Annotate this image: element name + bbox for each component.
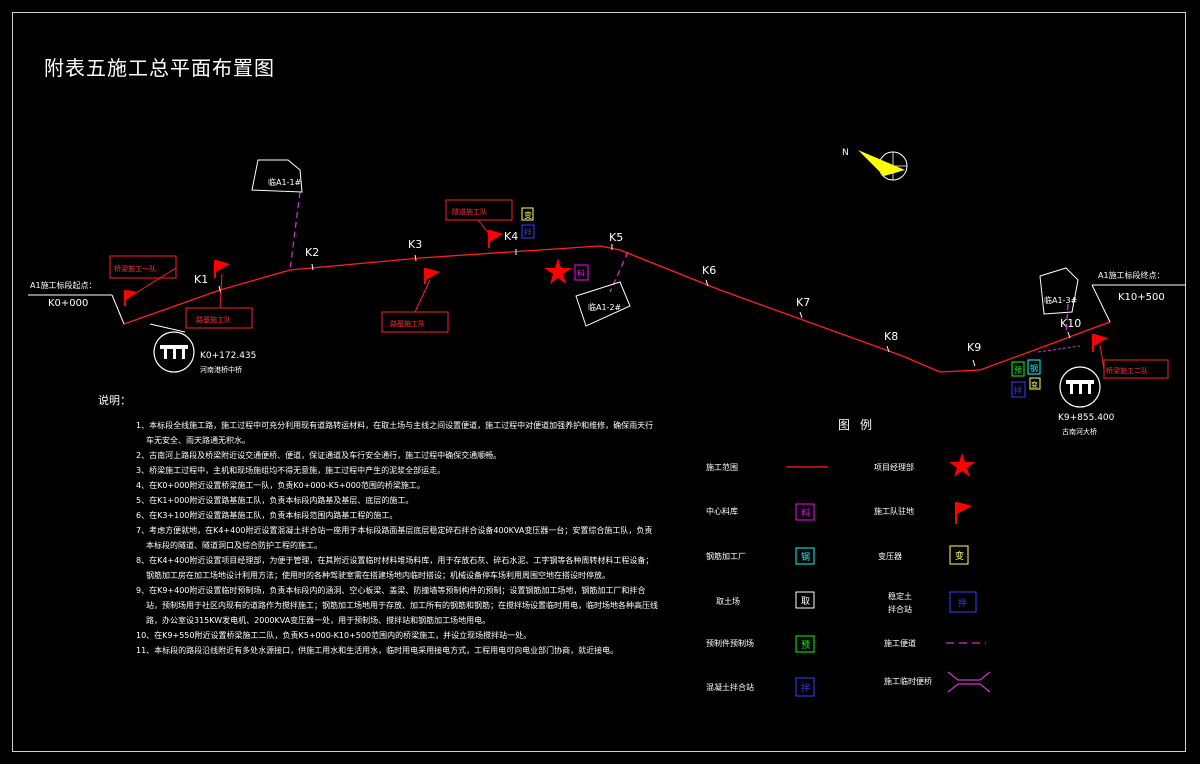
flag-icon xyxy=(1092,334,1108,352)
section-end-label: A1施工标段终点： xyxy=(1098,270,1165,280)
yard-mid-k5: 料 xyxy=(574,264,589,281)
bridge-b1-station: K0+172.435 xyxy=(200,351,256,361)
team-t3-label: 路基施工队 xyxy=(390,319,425,328)
yard-transformer-k9: 变 xyxy=(1029,377,1041,390)
legend-label: 施工临时便桥 xyxy=(884,677,932,686)
svg-text:拌: 拌 xyxy=(1014,385,1022,395)
yard-transformer-k4: 变 xyxy=(521,207,534,221)
notes-header: 说明： xyxy=(98,394,131,407)
yard-steel-k9: 钢 xyxy=(1027,359,1041,375)
flag-icon xyxy=(124,290,138,306)
area-a2-label: 临A1-2# xyxy=(588,302,622,312)
note-item: 1、本标段全线施工路，施工过程中可充分利用现有道路转运材料，在取土场与主线之间设… xyxy=(136,421,654,445)
area-a2-outline xyxy=(575,281,631,327)
team-t4-label: 隧道施工队 xyxy=(452,207,487,216)
notes-section: 说明： 1、本标段全线施工路，施工过程中可充分利用现有道路转运材料，在取土场与主… xyxy=(98,392,658,658)
svg-text:变: 变 xyxy=(955,550,964,562)
station-k9: K9 xyxy=(967,341,981,354)
access-roads xyxy=(289,191,1069,335)
area-a3-label: 临A1-3# xyxy=(1044,295,1078,305)
note-item: 8、在K4+400附近设置项目经理部，为便于管理，在其附近设置临时材料堆场料库，… xyxy=(136,556,654,580)
legend-label: 预制件预制场 xyxy=(706,639,754,648)
station-k3: K3 xyxy=(408,238,422,251)
temp-bridge-k10 xyxy=(1037,345,1081,353)
yard-concrete-k9: 拌 xyxy=(1011,381,1026,398)
yard-mixing-k4: 拌 xyxy=(521,224,535,239)
team-t1-label: 桥梁施工一队 xyxy=(114,264,156,273)
station-k10-end: K10+500 xyxy=(1118,292,1165,303)
page-title: 附表五施工总平面布置图 xyxy=(44,56,275,80)
yard-prefab-k9: 预 xyxy=(1011,361,1025,377)
note-item: 9、在K9+400附近设置临时预制场，负责本标段内的涵洞、空心板梁、盖梁、防撞墙… xyxy=(136,586,658,625)
legend-label: 施工范围 xyxy=(706,463,738,472)
legend-title: 图例 xyxy=(838,418,883,432)
svg-text:取: 取 xyxy=(801,596,810,607)
bridge-b1-name: 河南港桥中桥 xyxy=(200,365,242,374)
project-hq-star-icon xyxy=(544,258,572,284)
legend-label: 钢筋加工厂 xyxy=(706,552,746,561)
legend-label: 取土场 xyxy=(716,597,740,606)
svg-text:变: 变 xyxy=(524,210,532,220)
station-k10: K10 xyxy=(1060,317,1081,330)
note-item: 6、在K3+100附近设置路基施工队，负责本标段范围内路基工程的施工。 xyxy=(136,511,398,520)
station-k6: K6 xyxy=(702,264,716,277)
station-ticks xyxy=(218,244,1071,367)
area-a1-label: 临A1-1# xyxy=(268,177,302,187)
flag-icon xyxy=(424,268,440,284)
legend-label: 施工队驻地 xyxy=(874,507,914,516)
station-k5: K5 xyxy=(609,231,623,244)
note-item: 4、在K0+000附近设置桥梁施工一队，负责K0+000-K5+000范围的桥梁… xyxy=(136,481,425,490)
note-item: 11、本标段的路段沿线附近有多处水源接口，供施工用水和生活用水，临时用电采用接电… xyxy=(136,646,619,655)
station-k1: K1 xyxy=(194,273,208,286)
bridge-b1 xyxy=(149,323,195,373)
note-item: 2、古南河上路段及桥梁附近设交通便桥、便道，保证通道及车行安全通行，施工过程中确… xyxy=(136,451,502,460)
flag-icon xyxy=(214,260,230,278)
area-a3-outline xyxy=(1039,267,1079,315)
area-a1-outline xyxy=(251,159,303,193)
north-arrow-icon: N xyxy=(842,148,908,181)
route-line xyxy=(123,245,1111,373)
station-k2: K2 xyxy=(305,246,319,259)
flag-icon xyxy=(488,230,503,248)
svg-text:拌: 拌 xyxy=(524,227,532,237)
svg-text:N: N xyxy=(842,148,849,158)
bridge-b2 xyxy=(1059,366,1101,408)
team-t4-box xyxy=(445,199,513,221)
svg-text:拌: 拌 xyxy=(958,597,967,609)
legend-label: 中心料库 xyxy=(706,507,738,516)
svg-text:预: 预 xyxy=(1014,365,1022,375)
note-item: 5、在K1+000附近设置路基施工队，负责本标段内路基及基层、底层的施工。 xyxy=(136,496,414,505)
team-t2-box xyxy=(185,307,253,329)
station-k4: K4 xyxy=(504,230,518,243)
legend-label: 项目经理部 xyxy=(874,463,914,472)
legend-label: 混凝土拌合站 xyxy=(706,683,754,692)
legend-label: 稳定土拌合站 xyxy=(888,592,912,614)
station-k0: K0+000 xyxy=(48,298,88,309)
note-item: 3、桥梁施工过程中，主机和现场施组均不得无意施，施工过程中产生的泥浆全部运走。 xyxy=(136,466,446,475)
note-item: 10、在K9+550附近设置桥梁施工二队，负责K5+000-K10+500范围内… xyxy=(136,631,532,640)
svg-text:钢: 钢 xyxy=(801,551,810,563)
team-t2-label: 路基施工队 xyxy=(196,315,231,324)
svg-text:预: 预 xyxy=(801,640,810,651)
team-t1-box xyxy=(109,255,177,279)
station-k7: K7 xyxy=(796,296,810,309)
bridge-b2-station: K9+855.400 xyxy=(1058,413,1115,423)
team-t5-label: 桥梁施工二队 xyxy=(1106,366,1148,375)
svg-text:变: 变 xyxy=(1031,380,1038,389)
station-k8: K8 xyxy=(884,330,898,343)
svg-text:料: 料 xyxy=(801,507,810,519)
bridge-b2-name: 古南河大桥 xyxy=(1062,427,1097,436)
legend-label: 施工便道 xyxy=(884,639,916,648)
section-start-label: A1施工标段起点： xyxy=(30,280,97,290)
note-item: 7、考虑方便就地，在K4+400附近设置混凝土拌合站一座用于本标段路面基层底层稳… xyxy=(136,526,653,550)
svg-text:钢: 钢 xyxy=(1030,363,1038,373)
legend-symbols: 料 钢 变 取 拌 预 拌 xyxy=(786,453,991,697)
svg-text:料: 料 xyxy=(577,268,585,278)
svg-text:拌: 拌 xyxy=(801,682,810,694)
legend-label: 变压器 xyxy=(878,552,902,561)
drawing-frame xyxy=(12,12,1186,752)
